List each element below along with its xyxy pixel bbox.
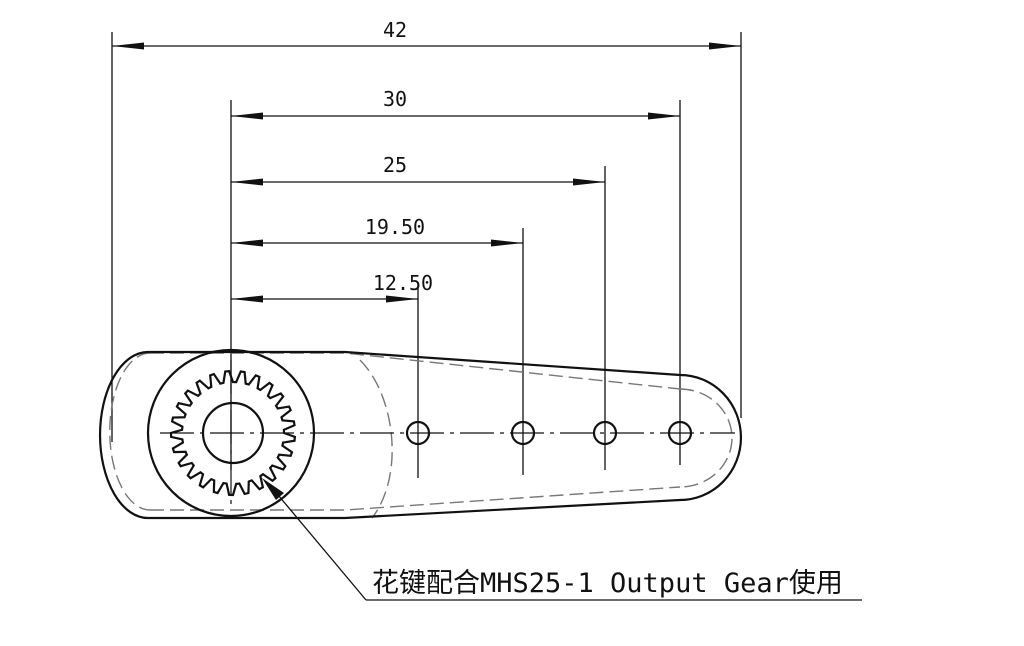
dimension-line-12-50 [231,295,418,303]
callout-note: 花键配合MHS25-1 Output Gear使用 [372,568,843,599]
arm-bottom-edge [148,498,681,520]
extension-lines [111,32,742,478]
dimension-label-12-50: 12.50 [373,271,433,295]
hidden-arm-bottom-edge [150,486,681,511]
arm-outline [98,350,743,520]
dimension-line-19-50 [231,239,523,247]
leader-line [267,482,367,601]
dimension-label-19-50: 19.50 [365,215,425,239]
center-lines [160,360,735,505]
dimension-line-30 [231,112,680,120]
hidden-hub-left-arc [109,352,151,511]
dimension-label-30: 30 [383,87,407,111]
dimension-line-42 [112,42,741,50]
dimension-label-42: 42 [383,18,407,42]
dimension-label-25: 25 [383,153,407,177]
arm-left-arc [98,350,149,520]
callout-leader [262,478,862,601]
dimension-line-25 [231,178,605,186]
hidden-hub-shoulder-arc [359,359,393,519]
arm-tip-arc [679,373,743,502]
hidden-arm-tip-arc [679,388,733,488]
